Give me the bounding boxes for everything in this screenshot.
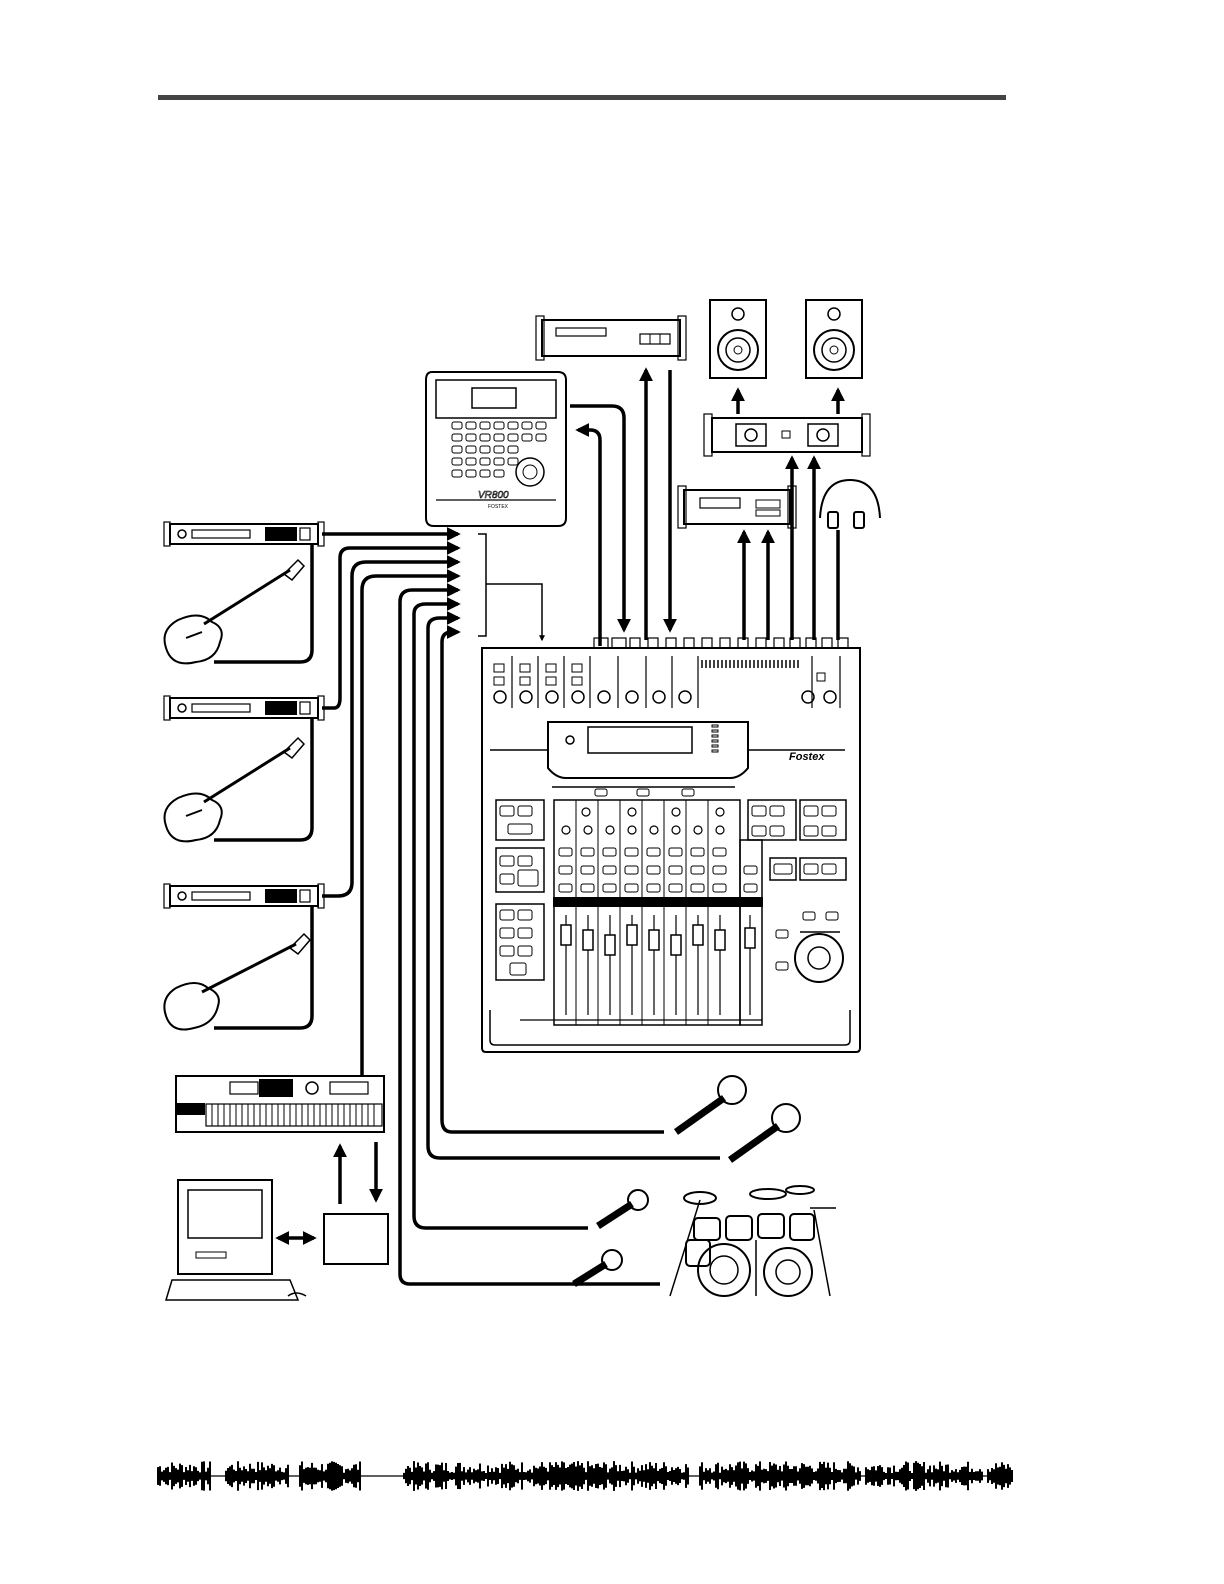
right-monitor (806, 300, 862, 378)
vocal-mic-1 (676, 1076, 746, 1132)
recorder-maker-label: FOSTEX (488, 504, 509, 510)
waveform-footer (158, 1461, 1012, 1491)
computer (166, 1180, 306, 1300)
tape-deck (678, 486, 796, 528)
power-amplifier (704, 414, 870, 456)
instrument-mic-1 (598, 1190, 648, 1226)
vocal-mic-2 (730, 1104, 800, 1160)
electric-guitar-2 (165, 738, 305, 841)
multitrack-recorder (426, 372, 566, 526)
midi-keyboard (176, 1076, 384, 1132)
mixer-brand-label: Fostex (789, 751, 825, 763)
headphones (820, 480, 880, 528)
bass-guitar (164, 934, 310, 1030)
drum-kit (670, 1186, 836, 1296)
midi-interface (324, 1214, 388, 1264)
effects-rack-1 (164, 522, 324, 546)
effects-rack-2 (164, 696, 324, 720)
instrument-mic-2 (574, 1250, 622, 1284)
effects-rack-3 (164, 884, 324, 908)
left-monitor (710, 300, 766, 378)
cd-player (536, 316, 686, 360)
header-rule (158, 95, 1006, 100)
electric-guitar-1 (165, 560, 305, 663)
recorder-logo: VR800 (478, 490, 509, 501)
input-bracket (478, 534, 542, 640)
digital-mixer (482, 638, 860, 1052)
